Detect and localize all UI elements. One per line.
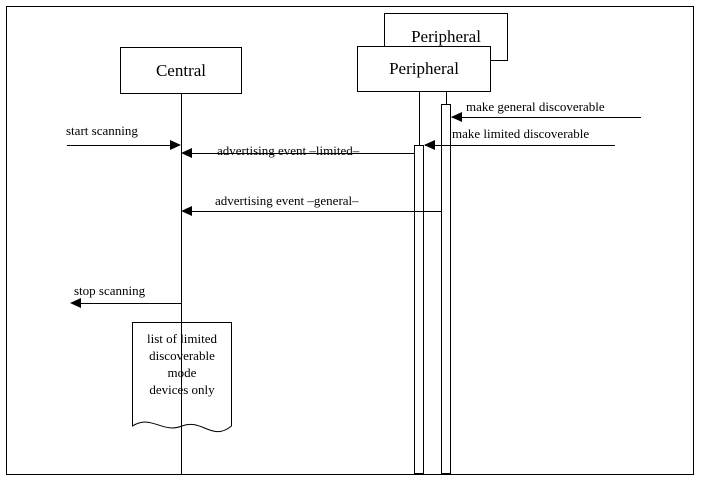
message-make-limited-discoverable-line	[425, 145, 615, 146]
message-start-scanning-label: start scanning	[66, 123, 138, 138]
message-make-general-discoverable-label: make general discoverable	[466, 99, 605, 114]
message-advertising-event-general-label: advertising event –general–	[215, 193, 359, 208]
message-stop-scanning-line	[81, 303, 181, 304]
message-make-general-discoverable-line	[452, 117, 641, 118]
lifeline-central	[181, 94, 182, 474]
message-advertising-event-limited-line	[192, 153, 415, 154]
message-advertising-event-general-line	[192, 211, 442, 212]
result-note-line-1: list of limited	[146, 331, 218, 346]
result-note-line-4: devices only	[149, 382, 215, 397]
message-make-limited-discoverable-label: make limited discoverable	[452, 126, 590, 141]
participant-central[interactable]: Central	[120, 47, 242, 94]
message-advertising-event-limited-arrowhead	[181, 148, 192, 158]
lifeline-central-overlay	[181, 322, 182, 474]
message-make-limited-discoverable-arrowhead	[424, 140, 435, 150]
result-note-line-2: discoverable	[149, 348, 215, 363]
result-note-text: list of limited discoverable mode device…	[132, 330, 232, 398]
diagram-border	[6, 6, 694, 475]
participant-peripheral-back-label: Peripheral	[411, 27, 481, 46]
participant-central-label: Central	[155, 60, 207, 80]
message-advertising-event-limited-label: advertising event –limited–	[217, 143, 360, 158]
message-advertising-event-general-arrowhead	[181, 206, 192, 216]
result-note-shape	[132, 322, 232, 433]
participant-peripheral-front-label: Peripheral	[389, 59, 459, 78]
result-note-line-3: mode	[167, 365, 197, 380]
message-stop-scanning-arrowhead	[70, 298, 81, 308]
activation-peripheral-back	[441, 104, 451, 474]
message-stop-scanning-label: stop scanning	[74, 283, 146, 298]
message-start-scanning-arrowhead	[170, 140, 181, 150]
participant-peripheral-front[interactable]: Peripheral	[357, 46, 491, 92]
message-make-general-discoverable-arrowhead	[451, 112, 462, 122]
activation-peripheral-front	[414, 145, 424, 474]
message-start-scanning-line	[67, 145, 170, 146]
